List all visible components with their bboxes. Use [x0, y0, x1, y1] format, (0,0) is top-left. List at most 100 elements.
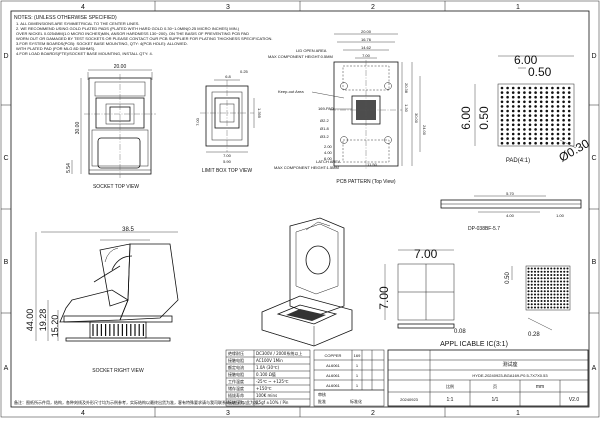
- pad-dot: [551, 91, 554, 94]
- col-label-2: 2: [371, 4, 375, 11]
- pad-dot: [556, 105, 560, 108]
- pad-dot: [545, 114, 549, 117]
- isometric-socket: [261, 217, 353, 347]
- socket-top-view: 20.00 30.00 5.54 SOCKET TOP VIEW: [66, 64, 156, 190]
- ic-ball: [559, 273, 563, 277]
- ic-ball: [543, 293, 546, 296]
- ic-ball: [527, 277, 530, 280]
- ic-view-caption: APPL ICABLE IC(3:1): [440, 341, 508, 348]
- pad-dot: [506, 91, 509, 94]
- pad-dot: [562, 95, 565, 99]
- ic-ball: [566, 303, 569, 306]
- pad-dot: [517, 137, 521, 140]
- pcb-lid-open-area: LID OPEN AREA: [296, 48, 327, 53]
- ic-ball: [559, 277, 563, 280]
- ic-ball: [556, 270, 559, 273]
- ic-ball: [537, 280, 540, 283]
- pad-dot: [517, 118, 521, 122]
- spec-table: 绝缘耐压 DC300V / 2000系统以上 接触电阻 AC100V 1Min …: [225, 349, 311, 407]
- ic-ball: [550, 277, 553, 280]
- pad-dot: [511, 123, 515, 127]
- ic-ball: [543, 280, 546, 283]
- pad-dot: [506, 132, 509, 136]
- pad-dot: [528, 132, 532, 136]
- pad-dot: [562, 100, 565, 104]
- spec-label-4: 接触电阻: [228, 371, 244, 377]
- limit-dim-d: 7.00: [195, 117, 200, 126]
- pad-dot: [534, 95, 537, 99]
- pad-dot: [528, 91, 532, 94]
- ic-ball: [566, 296, 569, 299]
- title-label: 测试座: [502, 361, 517, 368]
- pcb-dim-right-2: 1.30: [404, 104, 409, 113]
- ic-ball: [533, 267, 537, 270]
- ic-ball: [556, 277, 559, 280]
- pad-dot: [539, 137, 543, 140]
- pad-dot: [500, 118, 504, 122]
- ic-ball: [553, 270, 556, 273]
- pad-dot: [511, 118, 515, 122]
- ic-ball: [556, 286, 559, 290]
- pad-dot: [534, 128, 537, 131]
- pad-dot: [500, 109, 504, 113]
- pad-dot: [567, 137, 571, 140]
- row-label-d-right: D: [591, 53, 596, 60]
- pad-dot: [534, 132, 537, 136]
- ic-ball: [530, 299, 533, 303]
- ic-ball: [530, 283, 533, 286]
- pad-dot: [562, 86, 565, 90]
- pad-dot: [556, 123, 560, 127]
- ic-ball: [563, 283, 566, 286]
- ic-ball: [543, 306, 546, 309]
- title-scale: 1:1: [447, 397, 454, 403]
- pad-dot: [551, 86, 554, 90]
- pad-dot: [567, 141, 571, 145]
- pad-dot: [556, 95, 560, 99]
- pad-dot: [523, 86, 526, 90]
- ic-ball: [543, 267, 546, 270]
- iso-lid-window: [305, 245, 331, 275]
- pad-dot: [556, 141, 560, 145]
- pad-dot: [567, 91, 571, 94]
- pad-dot: [534, 118, 537, 122]
- pcb-latch-area: LATCH AREA: [316, 159, 341, 164]
- pad-detail-caption: PAD(4:1): [506, 158, 530, 164]
- pad-dot: [528, 141, 532, 145]
- pad-dot: [511, 141, 515, 145]
- ic-ball: [546, 290, 550, 293]
- pad-dot: [551, 95, 554, 99]
- ic-ball: [533, 280, 537, 283]
- ic-ball: [543, 277, 546, 280]
- pad-dot: [534, 137, 537, 140]
- dp-caption: DP-038BF-5.7: [468, 226, 500, 232]
- ic-ball: [543, 286, 546, 290]
- ic-ball: [530, 290, 533, 293]
- ic-ball: [527, 303, 530, 306]
- ic-ball: [550, 306, 553, 309]
- pad-dot: [562, 114, 565, 117]
- pad-dot: [556, 114, 560, 117]
- ic-ball: [540, 280, 543, 283]
- ic-ball: [540, 296, 543, 299]
- notes-line-7: 4.FOR LOAD BOARDS(FTE)/SOCKET BASE MOUNT…: [16, 51, 153, 56]
- pad-dot: [545, 100, 549, 104]
- socket-top-caption: SOCKET TOP VIEW: [93, 184, 139, 190]
- pad-dot: [523, 105, 526, 108]
- pad-dot: [511, 114, 515, 117]
- ic-ball: [540, 273, 543, 277]
- pad-dot: [539, 128, 543, 131]
- side-view-caption: SOCKET RIGHT VIEW: [92, 368, 144, 374]
- pad-dot: [517, 132, 521, 136]
- pad-dot: [500, 114, 504, 117]
- pcb-pattern-caption: PCB PATTERN (Top View): [336, 179, 396, 185]
- title-scale-label: 比例: [446, 383, 454, 389]
- ic-ball: [527, 299, 530, 303]
- side-dim-h1: 44.00: [25, 309, 35, 332]
- spec-label-5: 工作温度: [228, 378, 244, 384]
- pad-dot: [500, 100, 504, 104]
- iso-base: [261, 295, 353, 347]
- pad-left-a: 6.00: [459, 106, 473, 130]
- pad-dot: [534, 86, 537, 90]
- ic-ball: [553, 293, 556, 296]
- ic-ball: [533, 277, 537, 280]
